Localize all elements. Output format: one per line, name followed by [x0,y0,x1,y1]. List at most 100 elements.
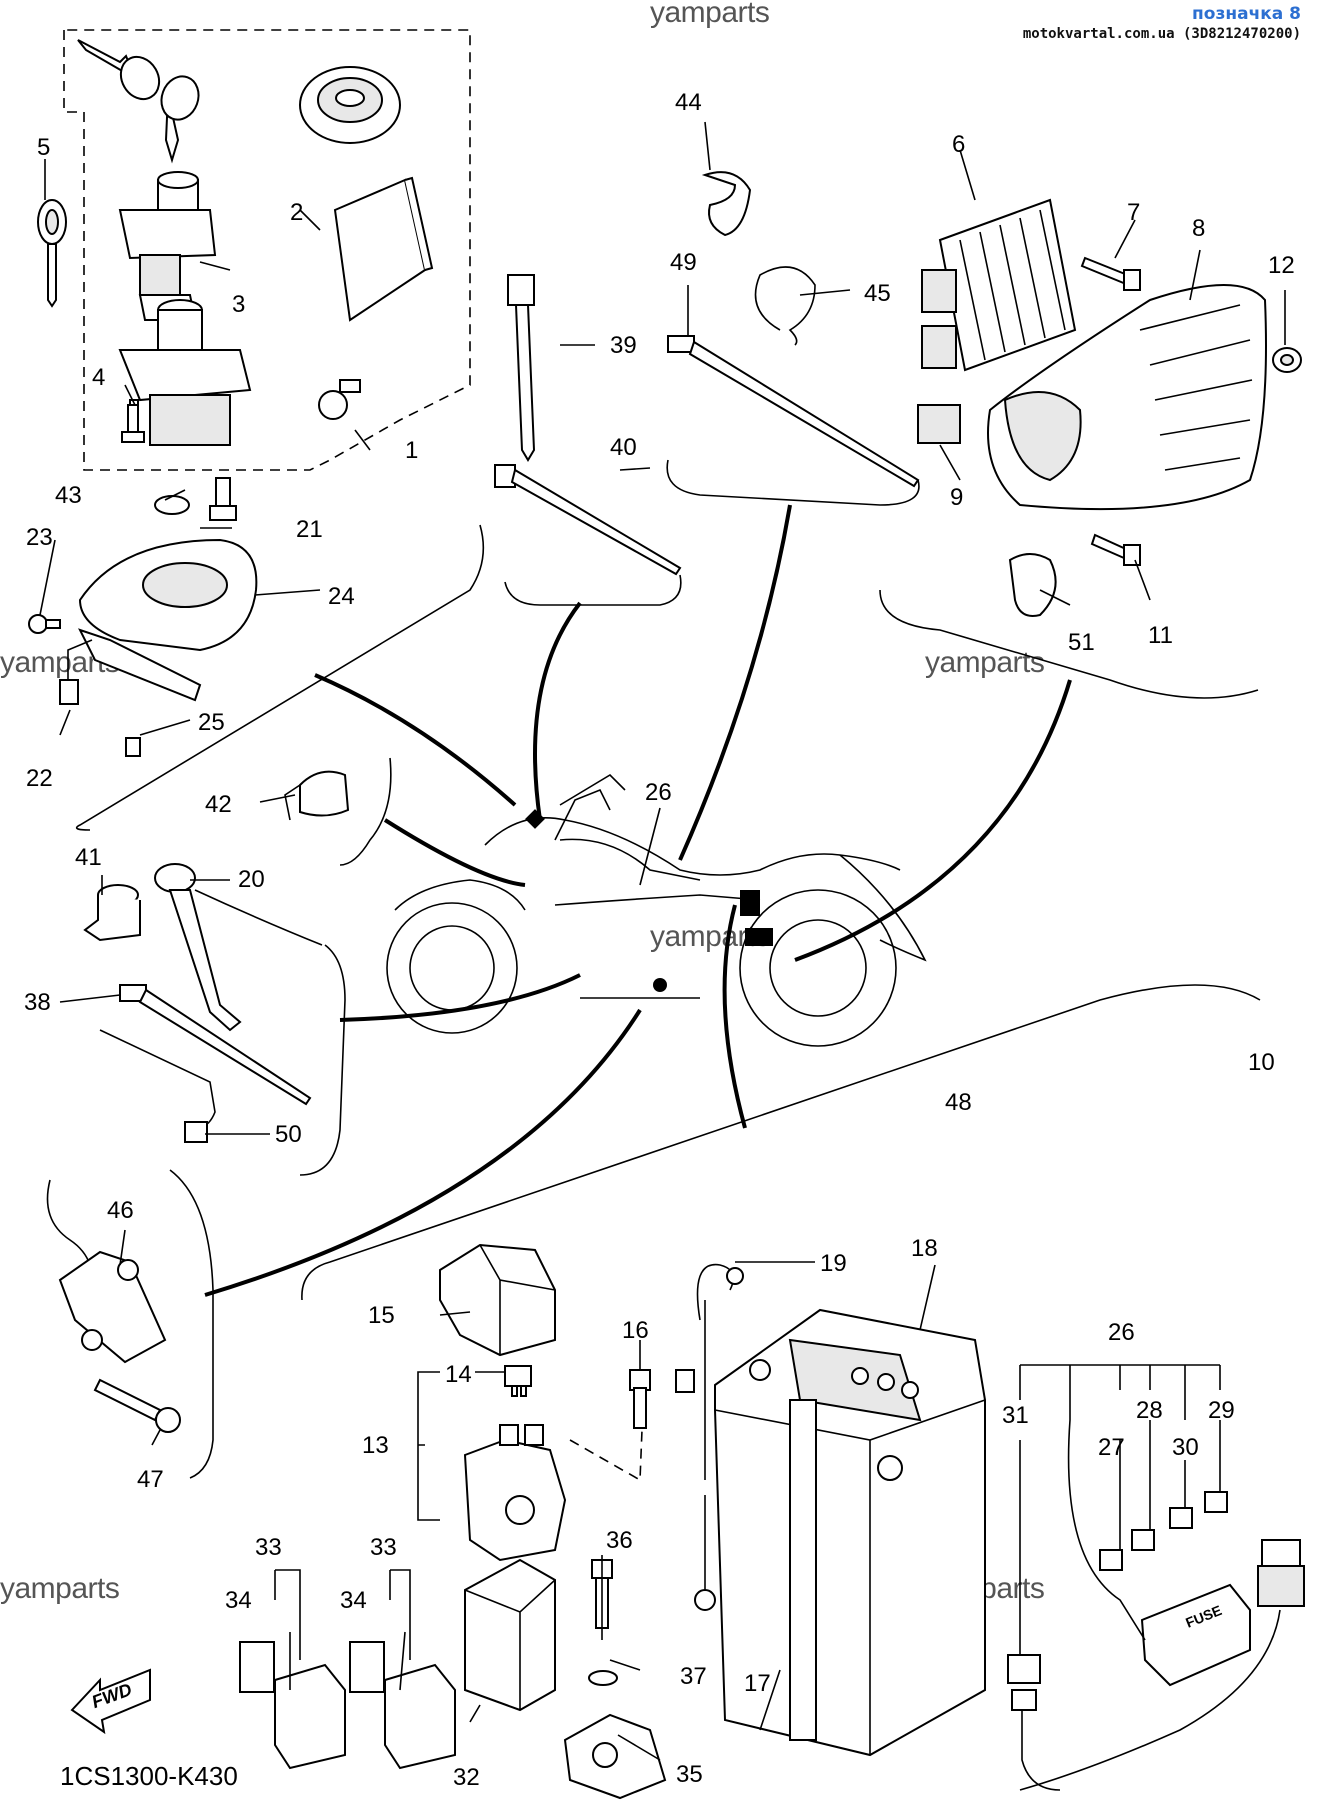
callout-16: 16 [622,1317,649,1344]
callout-9: 9 [950,484,963,511]
callout-leaders-mid [59,794,661,1135]
callout-6: 6 [952,131,965,158]
watermark-top: yamparts [650,0,770,29]
callout-22: 22 [26,765,53,792]
callout-10: 10 [1248,1049,1275,1076]
group-curve-mid-left [299,944,346,1176]
callout-1: 1 [405,437,418,464]
callout-15: 15 [368,1302,395,1329]
header-source-line: motokvartal.com.ua (3D8212470200) [1022,26,1301,42]
bracket-33-left [274,1569,301,1660]
callout-17: 17 [744,1670,771,1697]
callout-leaders-top-left [39,159,371,736]
group-curve-40 [504,574,682,606]
lead-19-part [675,1263,744,1480]
callout-48: 48 [945,1089,972,1116]
callout-39: 39 [610,332,637,359]
watermark-left-lower: yamparts [0,1572,120,1605]
callout-12: 12 [1268,252,1295,279]
callout-40: 40 [610,434,637,461]
cdi-unit-part [333,176,434,322]
washer-37-part [588,1670,618,1686]
callout-46: 46 [107,1197,134,1224]
group-curve-right [879,589,1259,699]
callout-36: 36 [606,1527,633,1554]
relay-15-part [439,1243,556,1357]
relay-31-lead [1021,1700,1061,1791]
callout-35: 35 [676,1761,703,1788]
callout-3: 3 [232,291,245,318]
header-tag-link[interactable]: позначка 8 [1192,4,1301,24]
callout-leaders-lower [119,1229,936,1731]
relay-33-left-part [239,1641,346,1770]
battery-part [714,1308,986,1757]
callout-43: 43 [55,482,82,509]
cable-tie-40 [494,464,682,576]
clip-51-part [1008,553,1057,617]
bolt-21-part [209,477,237,521]
harness-cable [1019,1609,1281,1791]
bracket-22-part [59,628,202,705]
callout-24: 24 [328,583,355,610]
starter-relay-13-part [463,1424,567,1562]
group-curve-49 [666,459,920,506]
callout-50: 50 [275,1121,302,1148]
callout-41: 41 [75,844,102,871]
cable-tie-49 [667,335,920,488]
diagram-code: 1CS1300-K430 [60,1761,238,1791]
callout-29: 29 [1208,1397,1235,1424]
bracket-13 [417,1371,440,1521]
callout-7: 7 [1127,199,1140,226]
callout-42: 42 [205,791,232,818]
bolt-23-part [28,614,61,634]
callout-26-harness: 26 [1108,1319,1135,1346]
callout-27: 27 [1098,1434,1125,1461]
callout-28: 28 [1136,1397,1163,1424]
fuse-29-part [1204,1491,1228,1513]
spare-key-part [37,199,67,308]
callout-18: 18 [911,1235,938,1262]
callout-4: 4 [92,364,105,391]
fuse-27-part [1099,1549,1123,1571]
bracket-35-part [563,1713,667,1800]
grommet-12-part [1272,347,1302,373]
callout-33-right: 33 [370,1534,397,1561]
rectifier-regulator-part [921,198,1077,372]
callout-47: 47 [137,1466,164,1493]
cable-tie-38 [119,984,312,1106]
sensor-20-part [154,863,323,1032]
leader-tie49 [678,504,792,861]
clamp-44 [701,171,752,237]
group-curve-42 [339,757,392,866]
bolt-7-part [1080,256,1141,291]
leader-bottom [722,904,747,1129]
callout-8: 8 [1192,215,1205,242]
callout-5: 5 [37,134,50,161]
harness-26-bracket [1019,1364,1221,1655]
lead-ring-part [694,1495,716,1611]
bolt-16-part [629,1369,651,1429]
leader-right [794,679,1072,962]
group-curve-bottom [301,984,1261,1301]
fuse-14-part [504,1365,532,1397]
callout-19: 19 [820,1250,847,1277]
leader-tie40 [533,601,582,821]
leader-46 [204,1008,642,1297]
pad-9-part [917,404,961,444]
callout-34-left: 34 [225,1587,252,1614]
callout-51: 51 [1068,629,1095,656]
motorcycle-outline [386,773,927,1047]
fuel-cap-part [299,66,401,144]
clamp-42-part [284,770,350,821]
callout-44: 44 [675,89,702,116]
lead-50-part [99,1029,216,1143]
fuse-box-part [1140,1583,1251,1687]
callout-33-left: 33 [255,1534,282,1561]
group-curve-left [75,524,485,831]
steering-lock-part [118,299,252,446]
sensor-46-part [46,1179,167,1364]
callout-38: 38 [24,989,51,1016]
sensor-part [318,379,361,420]
screw-25-part [125,737,141,757]
